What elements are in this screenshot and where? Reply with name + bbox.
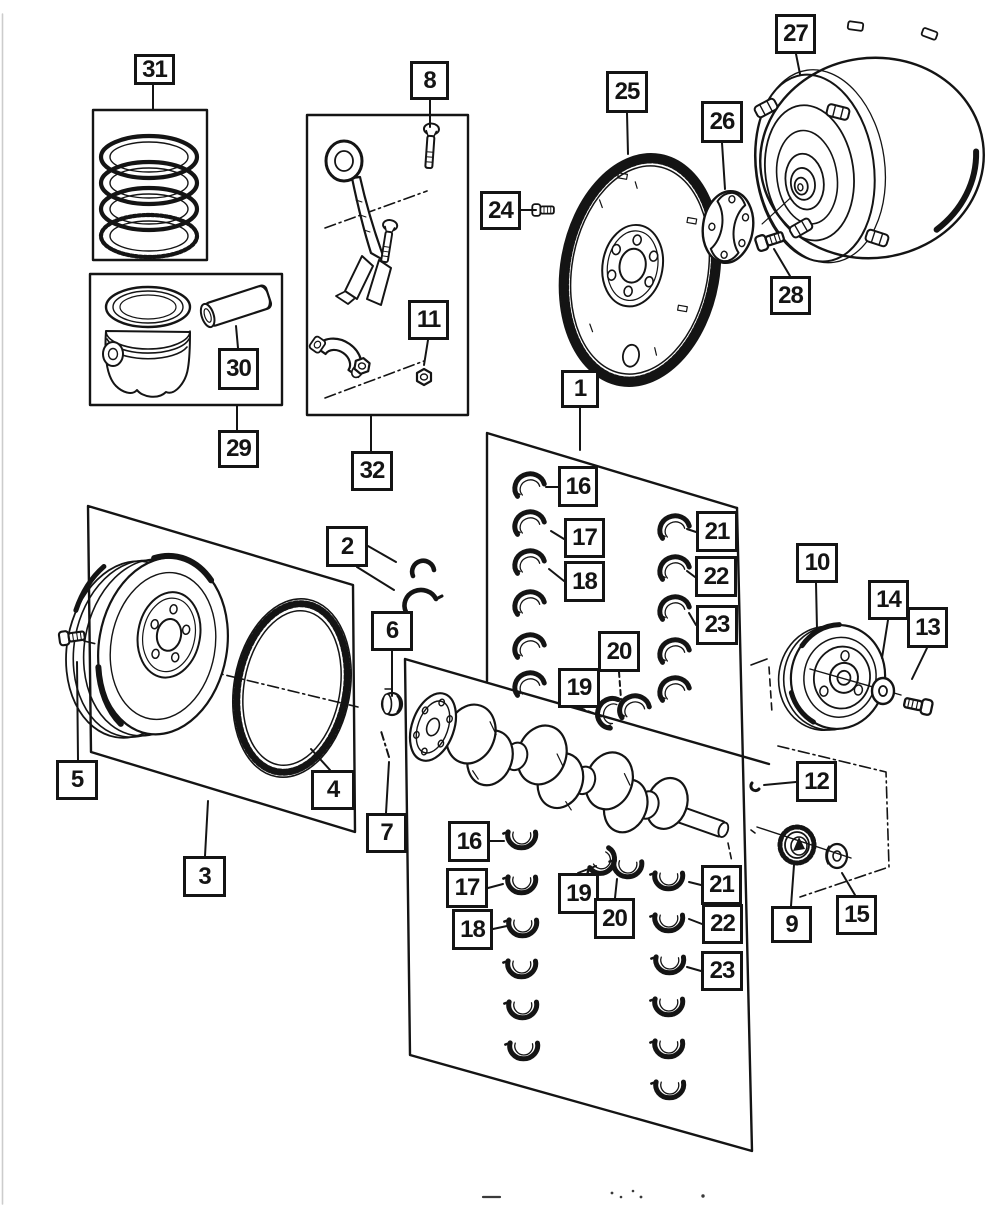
callout-22b[interactable]: 22 — [702, 904, 743, 944]
callout-26[interactable]: 26 — [701, 101, 743, 143]
crank-sprocket-drawing — [777, 824, 817, 866]
callout-24[interactable]: 24 — [480, 191, 521, 230]
woodruff-key-drawing — [749, 781, 761, 793]
crank-seal-drawing — [825, 842, 849, 870]
callout-7[interactable]: 7 — [366, 813, 407, 853]
callout-23b[interactable]: 23 — [701, 951, 743, 991]
damper-bolt-icon — [901, 693, 935, 717]
callout-3[interactable]: 3 — [183, 856, 226, 897]
callout-20a[interactable]: 20 — [598, 631, 640, 672]
callout-17a[interactable]: 17 — [564, 518, 605, 558]
callout-4[interactable]: 4 — [311, 770, 355, 810]
rod-nut-icon — [415, 367, 433, 387]
callout-2[interactable]: 2 — [326, 526, 368, 567]
callout-31[interactable]: 31 — [134, 54, 175, 85]
callout-19a[interactable]: 19 — [558, 668, 600, 708]
connecting-rod-drawing — [324, 139, 392, 306]
callout-5[interactable]: 5 — [56, 760, 98, 800]
callout-15[interactable]: 15 — [836, 895, 877, 935]
callout-30[interactable]: 30 — [218, 348, 259, 390]
crankshaft-panel — [403, 506, 771, 1153]
callout-1[interactable]: 1 — [561, 370, 599, 408]
callout-32[interactable]: 32 — [351, 451, 393, 491]
flywheel-panel — [86, 504, 357, 834]
callout-21a[interactable]: 21 — [696, 511, 738, 552]
callout-16b[interactable]: 16 — [448, 821, 490, 862]
callout-19b[interactable]: 19 — [558, 873, 599, 914]
damper-washer-drawing — [870, 676, 896, 706]
piston-box — [88, 272, 284, 407]
leader-lines — [76, 53, 928, 972]
callout-10[interactable]: 10 — [796, 543, 838, 583]
callout-11[interactable]: 11 — [408, 300, 449, 340]
thrust-washers-drawing — [396, 558, 444, 616]
callout-25[interactable]: 25 — [606, 71, 648, 113]
callout-18b[interactable]: 18 — [452, 909, 493, 950]
converter-top-tabs — [846, 20, 939, 41]
connecting-rod-box — [305, 113, 470, 417]
callout-22a[interactable]: 22 — [695, 556, 737, 597]
cropped-caption-fragments — [481, 1189, 705, 1199]
callout-27[interactable]: 27 — [775, 14, 816, 54]
crankshaft-drawing — [408, 692, 730, 838]
callout-17b[interactable]: 17 — [446, 868, 488, 908]
callout-21b[interactable]: 21 — [701, 865, 742, 905]
callout-9[interactable]: 9 — [771, 906, 812, 943]
callout-29[interactable]: 29 — [218, 430, 259, 468]
callout-6[interactable]: 6 — [371, 611, 413, 651]
callout-16a[interactable]: 16 — [558, 466, 598, 507]
piston-drawing — [102, 285, 192, 398]
lower-bearing-set — [503, 828, 685, 1100]
callout-8[interactable]: 8 — [410, 61, 449, 100]
callout-20b[interactable]: 20 — [594, 898, 635, 939]
callout-12[interactable]: 12 — [796, 761, 837, 802]
damper-pulley-drawing — [777, 622, 887, 732]
callout-14[interactable]: 14 — [868, 580, 909, 620]
callout-18a[interactable]: 18 — [564, 561, 605, 602]
wrist-pin-drawing — [199, 284, 273, 329]
callout-13[interactable]: 13 — [907, 607, 948, 648]
callout-28[interactable]: 28 — [770, 276, 811, 315]
torque-converter-drawing — [753, 56, 985, 264]
flywheel-bolt-icon — [57, 627, 87, 647]
sprocket-axis-line — [756, 826, 852, 859]
callout-23a[interactable]: 23 — [696, 605, 738, 645]
rod-bolt-icon — [420, 122, 441, 170]
spacer-plate-drawing — [701, 189, 755, 265]
upper-bearing-panel — [485, 431, 739, 683]
group-outline-boxes — [86, 108, 771, 1153]
ring-gear-drawing — [231, 597, 353, 779]
flywheel-drawing — [65, 552, 229, 739]
converter-bolt-icon — [753, 227, 787, 253]
flexplate-drawing — [558, 153, 722, 387]
piston-rings-box — [91, 108, 209, 262]
piston-rings-drawing — [98, 133, 200, 260]
